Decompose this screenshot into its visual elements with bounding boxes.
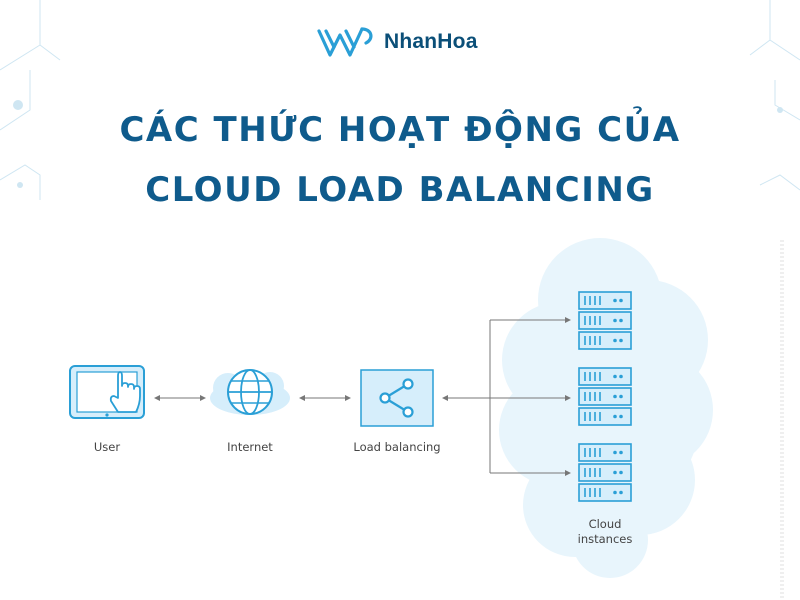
label-cloud-instances: Cloud instances bbox=[560, 517, 650, 547]
server-unit bbox=[578, 311, 632, 330]
server-led bbox=[619, 394, 623, 399]
server-unit bbox=[578, 407, 632, 426]
server-led bbox=[613, 490, 617, 495]
server-unit bbox=[578, 367, 632, 386]
server-led bbox=[613, 374, 617, 379]
tablet-touch-icon bbox=[69, 365, 145, 419]
label-cloud-line-1: Cloud bbox=[588, 517, 622, 531]
server-rack-icon bbox=[578, 291, 632, 350]
server-led bbox=[619, 490, 623, 495]
connector-arrows bbox=[154, 317, 571, 476]
cloud-shape bbox=[499, 238, 713, 578]
server-led bbox=[619, 450, 623, 455]
server-unit bbox=[578, 443, 632, 462]
server-unit bbox=[578, 463, 632, 482]
server-led bbox=[619, 470, 623, 475]
server-led bbox=[619, 414, 623, 419]
page-title-line-2: CLOUD LOAD BALANCING bbox=[145, 170, 655, 210]
brand-logo: NhanHoa bbox=[316, 22, 478, 62]
server-led bbox=[619, 298, 623, 303]
server-stacks bbox=[578, 291, 632, 502]
server-unit bbox=[578, 331, 632, 350]
server-unit bbox=[578, 387, 632, 406]
server-led bbox=[619, 338, 623, 343]
page-title-line-1: CÁC THỨC HOẠT ĐỘNG CỦA bbox=[119, 110, 681, 150]
brand-name: NhanHoa bbox=[384, 30, 478, 53]
server-led bbox=[613, 298, 617, 303]
server-unit bbox=[578, 291, 632, 310]
server-rack-icon bbox=[578, 367, 632, 426]
label-user: User bbox=[93, 440, 121, 454]
server-rack-icon bbox=[578, 443, 632, 502]
decor-dot bbox=[13, 100, 23, 110]
label-internet: Internet bbox=[227, 440, 273, 454]
server-led bbox=[613, 338, 617, 343]
server-led bbox=[613, 414, 617, 419]
globe-cloud-icon bbox=[210, 369, 290, 415]
server-led bbox=[613, 450, 617, 455]
label-load-balancing: Load balancing bbox=[353, 440, 441, 454]
share-icon bbox=[360, 369, 434, 427]
nhanhoa-logo-icon bbox=[317, 27, 373, 57]
label-cloud-line-2: instances bbox=[577, 532, 633, 546]
server-led bbox=[613, 470, 617, 475]
server-led bbox=[613, 318, 617, 323]
server-unit bbox=[578, 483, 632, 502]
server-led bbox=[619, 318, 623, 323]
server-led bbox=[613, 394, 617, 399]
server-led bbox=[619, 374, 623, 379]
